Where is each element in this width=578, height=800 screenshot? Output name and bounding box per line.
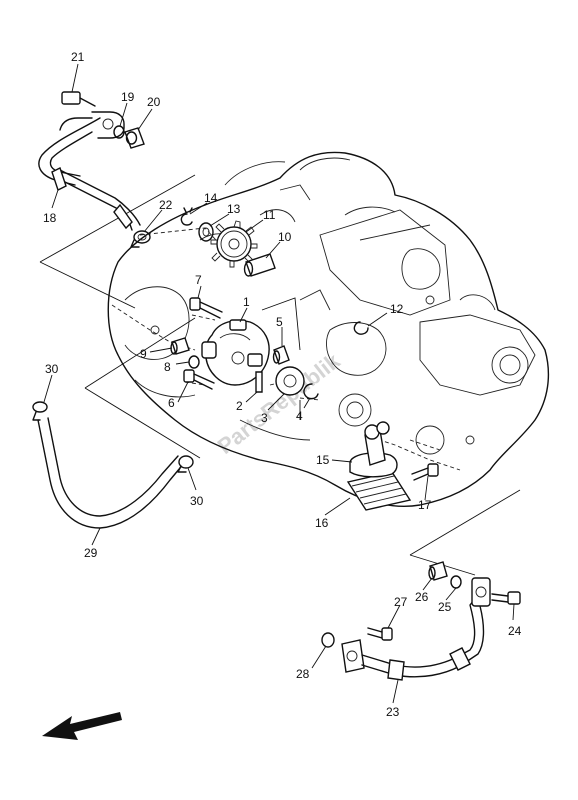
oil-pipe-upper bbox=[38, 91, 141, 231]
o-ring-8 bbox=[188, 355, 200, 369]
callout-8: 8 bbox=[164, 360, 171, 374]
circlip-4 bbox=[303, 383, 319, 400]
callout-28: 28 bbox=[296, 667, 310, 681]
callout-16: 16 bbox=[315, 516, 329, 530]
fitting-12 bbox=[353, 321, 369, 335]
clamp-30-lower bbox=[177, 455, 194, 473]
callout-21: 21 bbox=[71, 50, 85, 64]
collar-20 bbox=[124, 127, 145, 149]
hose-29 bbox=[37, 417, 186, 529]
callout-3: 3 bbox=[261, 411, 268, 425]
callout-4: 4 bbox=[296, 409, 303, 423]
callout-30-upper: 30 bbox=[45, 362, 59, 376]
callout-22: 22 bbox=[159, 198, 173, 212]
dowel-5 bbox=[272, 345, 290, 365]
callout-30-lower: 30 bbox=[190, 494, 204, 508]
callout-7: 7 bbox=[195, 273, 202, 287]
callout-29: 29 bbox=[84, 546, 98, 560]
callout-1: 1 bbox=[243, 295, 250, 309]
callout-23: 23 bbox=[386, 705, 400, 719]
collar-26 bbox=[428, 561, 448, 581]
callout-12: 12 bbox=[390, 302, 404, 316]
bolt-24 bbox=[491, 591, 521, 605]
shaft-2 bbox=[255, 371, 263, 393]
callout-26: 26 bbox=[415, 590, 429, 604]
callout-19: 19 bbox=[121, 90, 135, 104]
o-ring-19 bbox=[113, 125, 125, 139]
leader-lines bbox=[43, 63, 515, 704]
circlip-14 bbox=[180, 207, 193, 226]
bolt-17 bbox=[411, 463, 439, 481]
oil-pipe-lower-23 bbox=[341, 577, 491, 681]
arrow-front-left-icon bbox=[42, 712, 122, 740]
bolt-6 bbox=[183, 369, 215, 390]
oil-pump-drive-gear-11 bbox=[210, 220, 258, 268]
callout-9: 9 bbox=[140, 347, 147, 361]
callout-17: 17 bbox=[418, 498, 432, 512]
pin-9 bbox=[170, 337, 190, 355]
clamp-30-upper bbox=[32, 401, 48, 421]
callout-11: 11 bbox=[263, 208, 276, 222]
rotor-3 bbox=[275, 366, 305, 396]
pin-10 bbox=[243, 253, 276, 277]
washer-13 bbox=[198, 222, 214, 242]
crankcase-outline bbox=[107, 151, 550, 507]
bolt-7 bbox=[189, 297, 223, 319]
bolt-27 bbox=[367, 627, 393, 641]
callout-labels: 21 19 20 18 22 14 13 11 10 7 1 5 12 9 8 … bbox=[43, 50, 522, 719]
o-ring-28 bbox=[321, 632, 335, 648]
callout-20: 20 bbox=[147, 95, 161, 109]
callout-15: 15 bbox=[316, 453, 330, 467]
o-ring-25 bbox=[450, 575, 462, 589]
callout-27: 27 bbox=[394, 595, 408, 609]
callout-13: 13 bbox=[227, 202, 241, 216]
callout-10: 10 bbox=[278, 230, 292, 244]
callout-5: 5 bbox=[276, 315, 283, 329]
callout-14: 14 bbox=[204, 191, 218, 205]
callout-18: 18 bbox=[43, 211, 57, 225]
strainer-pipe-15 bbox=[364, 421, 390, 466]
callout-25: 25 bbox=[438, 600, 452, 614]
callout-2: 2 bbox=[236, 399, 243, 413]
o-ring-22 bbox=[130, 230, 151, 248]
callout-24: 24 bbox=[508, 624, 522, 638]
callout-6: 6 bbox=[168, 396, 175, 410]
